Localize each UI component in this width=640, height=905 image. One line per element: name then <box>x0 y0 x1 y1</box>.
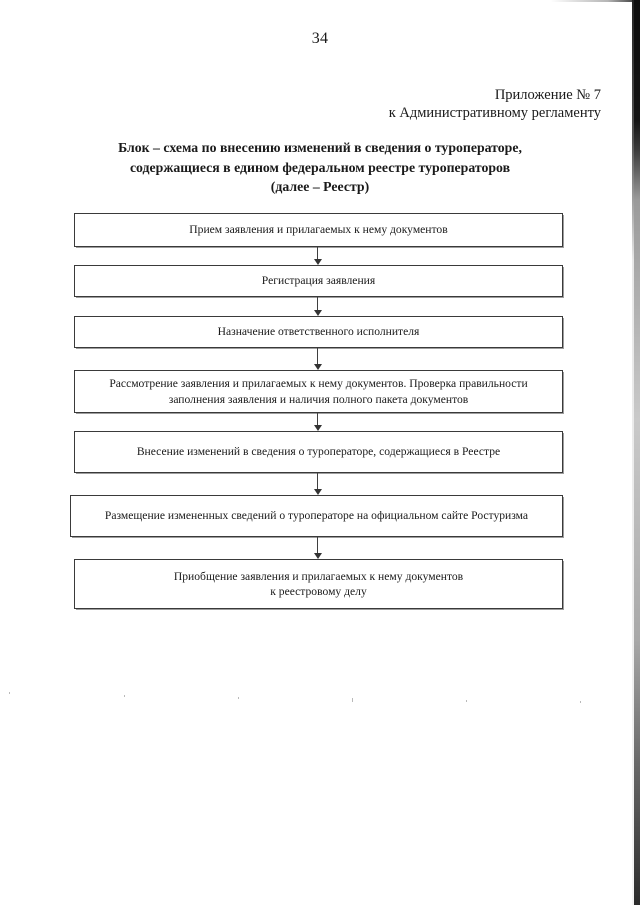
flowchart-connector-4-5 <box>312 413 323 431</box>
flowchart-step-3-line-1: Назначение ответственного исполнителя <box>217 325 420 339</box>
flowchart-step-5: Внесение изменений в сведения о туропера… <box>74 431 563 473</box>
flowchart-step-4-line-2: заполнения заявления и наличия полного п… <box>168 392 469 406</box>
flowchart-step-1-line-1: Прием заявления и прилагаемых к нему док… <box>189 223 448 237</box>
scan-edge-right-inner <box>632 0 634 905</box>
title-line-3: (далее – Реестр) <box>270 179 370 194</box>
flowchart-step-1: Прием заявления и прилагаемых к нему док… <box>74 213 563 247</box>
scan-speck <box>580 701 581 703</box>
flowchart-step-6: Размещение измененных сведений о туропер… <box>70 495 563 537</box>
flowchart-step-4-line-1: Рассмотрение заявления и прилагаемых к н… <box>109 377 528 390</box>
flowchart-connector-3-4 <box>312 348 323 370</box>
page-number: 34 <box>311 30 329 47</box>
flowchart-step-4: Рассмотрение заявления и прилагаемых к н… <box>74 370 563 413</box>
flowchart-step-3: Назначение ответственного исполнителя <box>74 316 563 348</box>
flowchart-step-5-line-1: Внесение изменений в сведения о туропера… <box>136 445 501 459</box>
scan-edge-right <box>634 0 640 905</box>
scan-speck <box>124 695 125 697</box>
document-title: Блок – схема по внесению изменений в све… <box>60 138 580 197</box>
flowchart-step-6-line-1: Размещение измененных сведений о туропер… <box>104 509 529 523</box>
flowchart-step-2-line-1: Регистрация заявления <box>261 274 376 288</box>
appendix-reference-line: к Административному регламенту <box>388 105 601 121</box>
appendix-header: Приложение № 7 к Административному регла… <box>0 86 601 122</box>
flowchart-connector-2-3 <box>312 297 323 316</box>
scan-edge-top <box>0 0 640 2</box>
flowchart-step-7-line-1: Приобщение заявления и прилагаемых к нем… <box>173 569 464 583</box>
appendix-number-line: Приложение № 7 <box>494 87 601 103</box>
title-line-1: Блок – схема по внесению изменений в све… <box>118 140 522 155</box>
flowchart-connector-5-6 <box>312 473 323 495</box>
flowchart-step-2: Регистрация заявления <box>74 265 563 297</box>
scan-speck <box>238 697 239 699</box>
scan-speck <box>352 698 353 702</box>
scan-speck <box>466 700 467 702</box>
title-line-2: содержащиеся в едином федеральном реестр… <box>129 159 511 175</box>
flowchart-step-7-line-2: к реестровому делу <box>270 585 367 598</box>
flowchart-connector-6-7 <box>312 537 323 559</box>
flowchart-step-7: Приобщение заявления и прилагаемых к нем… <box>74 559 563 609</box>
flowchart-connector-1-2 <box>312 247 323 265</box>
scan-speck <box>9 692 10 694</box>
